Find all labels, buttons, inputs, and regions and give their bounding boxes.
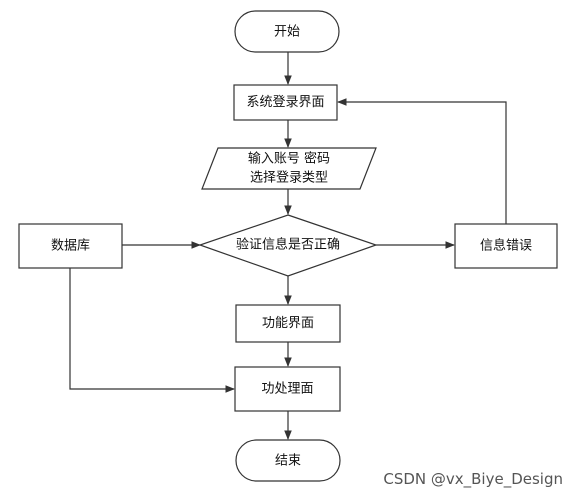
watermark-text: CSDN @vx_Biye_Design <box>383 470 563 489</box>
verify-decision-node: 验证信息是否正确 <box>198 214 378 277</box>
login-screen-label: 系统登录界面 <box>246 95 324 110</box>
start-label: 开始 <box>274 25 300 40</box>
input-line2-label: 选择登录类型 <box>250 171 328 186</box>
function-screen-node: 功能界面 <box>235 304 341 343</box>
start-node: 开始 <box>234 10 340 53</box>
info-error-label: 信息错误 <box>480 238 532 254</box>
database-label: 数据库 <box>51 238 90 254</box>
login-screen-node: 系统登录界面 <box>233 84 338 121</box>
verify-label: 验证信息是否正确 <box>236 237 340 253</box>
end-label: 结束 <box>275 454 301 469</box>
info-error-node: 信息错误 <box>454 223 558 269</box>
arrow-database-to-processing <box>69 268 235 393</box>
processing-screen-label: 功处理面 <box>261 382 313 397</box>
input-line1-label: 输入账号 密码 <box>248 151 330 167</box>
database-node: 数据库 <box>18 223 123 269</box>
function-screen-label: 功能界面 <box>262 316 314 331</box>
input-credentials-node: 输入账号 密码 选择登录类型 <box>201 147 377 190</box>
processing-screen-node: 功处理面 <box>234 366 341 412</box>
end-node: 结束 <box>235 439 341 482</box>
arrow-error-to-login <box>337 98 507 224</box>
